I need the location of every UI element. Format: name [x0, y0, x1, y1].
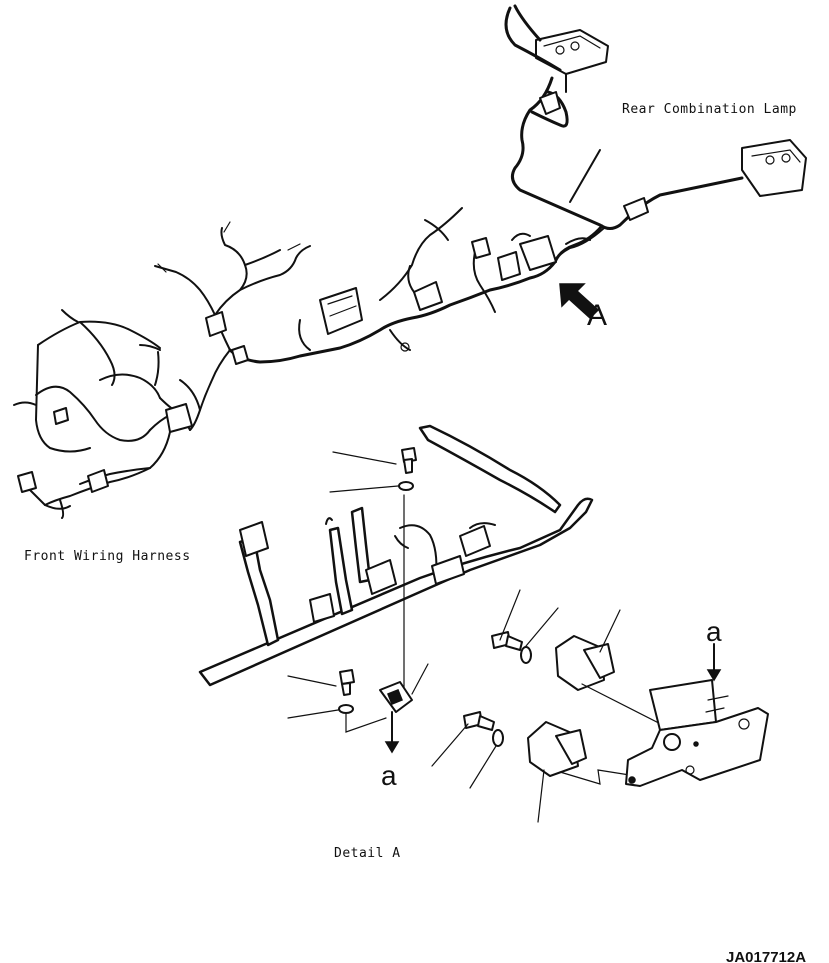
rear-harness [228, 4, 744, 364]
rear-combination-lamp-upper [535, 29, 609, 93]
front-wiring-harness-label: Front Wiring Harness [24, 549, 191, 564]
harness-connectors-mid [298, 207, 591, 352]
harness-branches-left [154, 221, 311, 431]
detail-a-harness [198, 424, 594, 687]
relay-assembly [431, 589, 769, 823]
detail-a-title: Detail A [334, 846, 401, 861]
drawing-code: JA017712A [726, 949, 806, 963]
reference-a-bottom: a [381, 760, 397, 791]
front-wiring-harness [13, 309, 201, 519]
rear-combination-lamp-lower [741, 139, 807, 197]
detail-a-fasteners [287, 447, 429, 754]
reference-a-top: a [706, 616, 722, 647]
view-arrow [559, 283, 600, 320]
rear-combination-lamp-label: Rear Combination Lamp [622, 102, 797, 117]
view-arrow-label: A [587, 299, 607, 332]
